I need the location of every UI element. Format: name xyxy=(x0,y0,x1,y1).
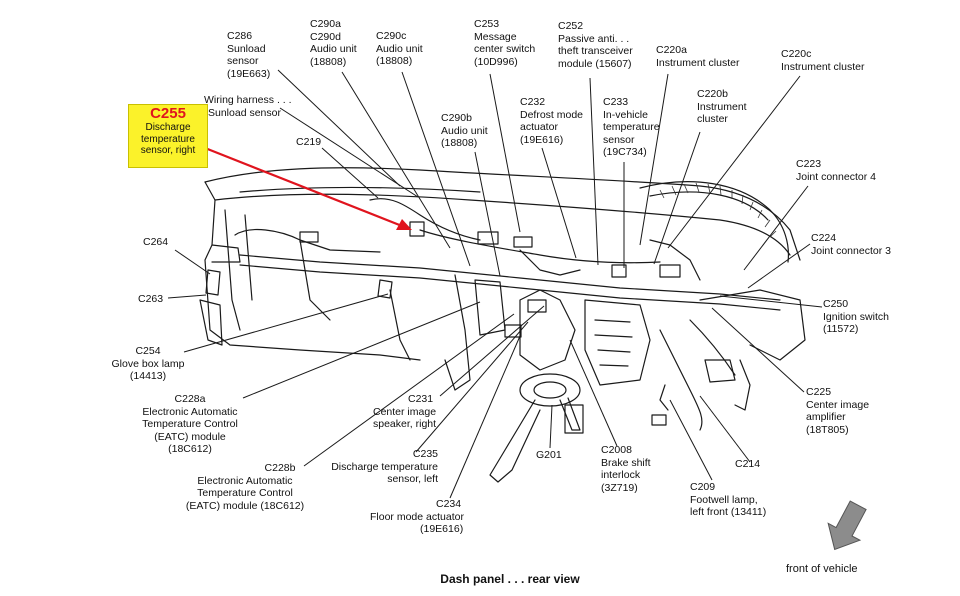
cluster-hatching xyxy=(659,182,777,238)
highlighted-component-callout: C255 Discharge temperature sensor, right xyxy=(128,104,208,168)
highlight-code: C255 xyxy=(150,105,186,122)
highlight-line: temperature xyxy=(141,133,195,145)
label-c219: C219 xyxy=(296,136,322,148)
dash-top-contour xyxy=(204,167,801,261)
label-g201: G201 xyxy=(536,449,562,461)
label-c214: C214 xyxy=(735,458,761,470)
label-c263: C263 xyxy=(138,293,164,305)
label-wiring-harness: Wiring harness . . .Sunload sensor xyxy=(204,94,292,119)
front-of-vehicle-arrow-icon xyxy=(827,500,867,551)
highlight-line: sensor, right xyxy=(140,145,196,156)
highlight-arrow xyxy=(199,144,412,230)
steering-column xyxy=(519,289,576,371)
front-of-vehicle-label: front of vehicle xyxy=(786,563,858,575)
cross-car-beam xyxy=(239,254,781,301)
diagram-caption: Dash panel . . . rear view xyxy=(440,572,580,586)
leader-lines xyxy=(167,69,823,499)
cluster-hood xyxy=(639,181,790,263)
highlight-line: Discharge xyxy=(145,122,191,133)
label-c264: C264 xyxy=(143,236,169,248)
